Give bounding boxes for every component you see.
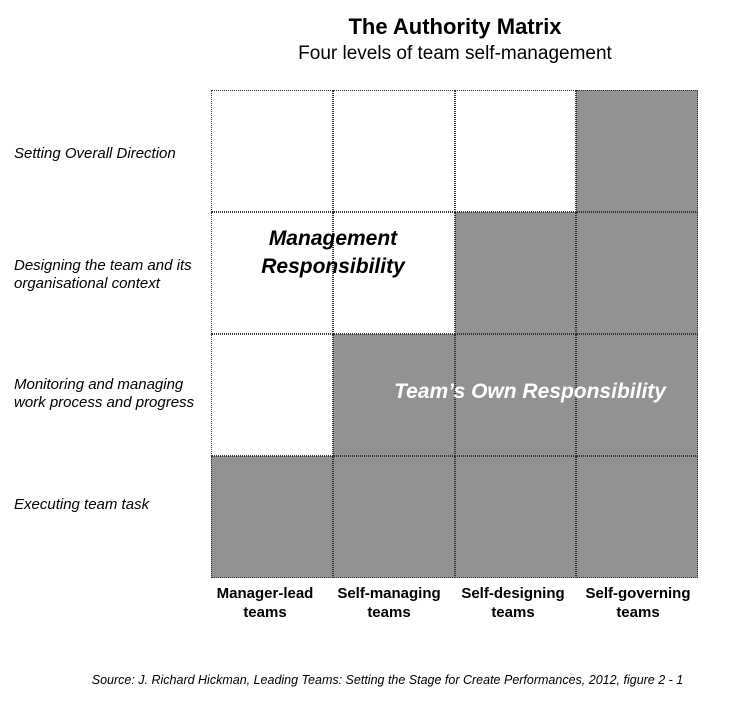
matrix-cell-r3-c1-management [211, 334, 333, 456]
matrix-cell-r4-c4-team [576, 456, 698, 578]
row-label-executing: Executing team task [14, 496, 150, 513]
matrix-cell-r1-c2-management [332, 90, 455, 212]
authority-matrix-grid [211, 90, 698, 578]
matrix-cell-r4-c2-team [332, 456, 455, 578]
matrix-cell-r3-c4-team [576, 334, 698, 456]
row-label-setting-direction: Setting Overall Direction [14, 145, 176, 162]
matrix-cell-r3-c2-team [332, 334, 455, 456]
matrix-cell-r1-c3-management [454, 90, 577, 212]
matrix-cell-r2-c2-management [332, 212, 455, 334]
diagram-subtitle: Four levels of team self-management [298, 43, 612, 64]
column-label-self-managing: Self-managing teams [337, 585, 441, 621]
management-responsibility-label: Management Responsibility [261, 227, 405, 278]
matrix-cell-r1-c1-management [211, 90, 333, 212]
team-responsibility-label: Team’s Own Responsibility [394, 380, 666, 403]
row-label-designing-team: Designing the team and its organisationa… [14, 257, 192, 292]
column-label-manager-lead: Manager-lead teams [216, 585, 314, 621]
row-label-monitoring: Monitoring and managing work process and… [14, 376, 195, 411]
matrix-cell-r2-c1-management [211, 212, 333, 334]
matrix-cell-r1-c4-team [576, 90, 698, 212]
source-citation: Source: J. Richard Hickman, Leading Team… [91, 673, 684, 687]
matrix-cell-r2-c4-team [576, 212, 698, 334]
matrix-cell-r3-c3-team [454, 334, 577, 456]
column-label-self-designing: Self-designing teams [461, 585, 565, 621]
matrix-cell-r4-c3-team [454, 456, 577, 578]
matrix-cell-r4-c1-team [211, 456, 333, 578]
matrix-cell-r2-c3-team [454, 212, 577, 334]
column-label-self-governing: Self-governing teams [585, 585, 691, 621]
diagram-title: The Authority Matrix [348, 14, 562, 39]
